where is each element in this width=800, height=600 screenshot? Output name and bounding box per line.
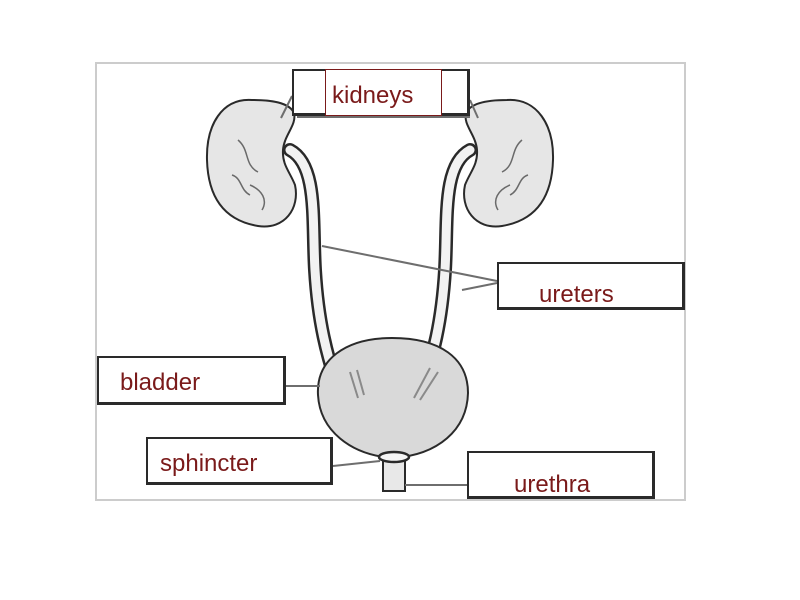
bladder-label: bladder <box>120 369 201 396</box>
ureters-label-box <box>497 262 685 310</box>
leader-lines <box>280 95 498 486</box>
urethra-label: urethra <box>514 471 591 498</box>
sphincter-leader <box>332 460 381 467</box>
ureters-leader-right <box>461 282 498 291</box>
sphincter-ring <box>377 450 411 464</box>
bladder <box>316 336 470 460</box>
bladder-detail <box>349 367 439 401</box>
bladder-label-box <box>97 356 286 405</box>
left-kidney-detail <box>231 139 266 211</box>
kidneys-leader-left <box>280 95 293 119</box>
kidneys-label: kidneys <box>332 82 414 109</box>
sphincter-label-box <box>146 437 333 485</box>
kidneys-label-tag <box>325 69 442 116</box>
urethra-label-box <box>467 451 655 499</box>
kidneys-leader-right <box>469 99 479 119</box>
ureters-leader-left <box>321 245 498 282</box>
right-kidney-detail <box>494 139 529 211</box>
ureters-label: ureters <box>539 281 614 308</box>
sphincter-label: sphincter <box>160 450 258 477</box>
